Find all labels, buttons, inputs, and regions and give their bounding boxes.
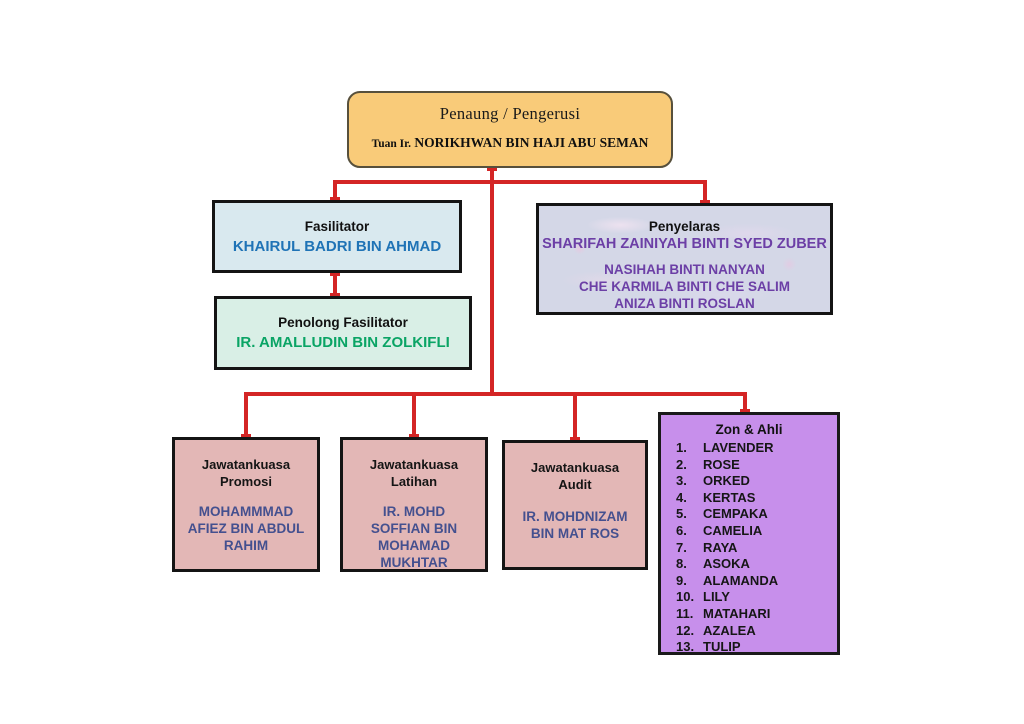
- penaung-name-text: NORIKHWAN BIN HAJI ABU SEMAN: [414, 135, 649, 150]
- latihan-title-line: Jawatankuasa: [369, 457, 459, 472]
- zon-list-item: 11. MATAHARI: [676, 606, 833, 623]
- penyelaras-member: ANIZA BINTI ROSLAN: [614, 296, 755, 311]
- zon-item-number: 11.: [676, 605, 694, 621]
- zon-item-label: ALAMANDA: [703, 572, 779, 588]
- penolong-name: IR. AMALLUDIN BIN ZOLKIFLI: [236, 334, 450, 351]
- zon-list-item: 4. KERTAS: [676, 490, 833, 507]
- zon-item-label: ORKED: [703, 473, 750, 489]
- connector-drop-promosi: [241, 392, 251, 437]
- latihan-name-line: MUKHTAR: [380, 555, 448, 570]
- zon-list-item: 8. ASOKA: [676, 556, 833, 573]
- zon-item-number: 8.: [676, 556, 687, 572]
- zon-list-item: 7. RAYA: [676, 540, 833, 557]
- zon-list-item: 2. ROSE: [676, 457, 833, 474]
- connector-drop-audit: [570, 392, 580, 440]
- audit-title: Jawatankuasa Audit: [531, 460, 619, 493]
- penaung-name-prefix: Tuan Ir.: [371, 138, 412, 150]
- penyelaras-lead-name: SHARIFAH ZAINIYAH BINTI SYED ZUBER: [542, 236, 827, 252]
- zon-list-item: 13. TULIP: [676, 639, 833, 656]
- node-fasilitator: Fasilitator KHAIRUL BADRI BIN AHMAD: [212, 200, 462, 273]
- zon-item-label: ROSE: [703, 456, 740, 472]
- latihan-title: Jawatankuasa Latihan: [370, 457, 458, 490]
- node-jawatankuasa-latihan: Jawatankuasa Latihan IR. MOHD SOFFIAN BI…: [340, 437, 488, 572]
- node-penaung-pengerusi: Penaung / Pengerusi Tuan Ir. NORIKHWAN B…: [347, 91, 673, 168]
- node-penyelaras: Penyelaras SHARIFAH ZAINIYAH BINTI SYED …: [536, 203, 833, 315]
- zon-item-label: ASOKA: [703, 556, 750, 572]
- zon-item-number: 13.: [676, 639, 695, 655]
- zon-item-number: 3.: [676, 473, 687, 489]
- zon-item-label: MATAHARI: [703, 605, 771, 621]
- connector-top-horizontal: [333, 180, 707, 184]
- zon-list-item: 1. LAVENDER: [676, 440, 833, 457]
- connector-drop-zon: [740, 392, 750, 412]
- penyelaras-member: CHE KARMILA BINTI CHE SALIM: [579, 279, 790, 294]
- zon-list-item: 10. LILY: [676, 589, 833, 606]
- promosi-title-line: Promosi: [219, 473, 272, 489]
- zon-item-label: CAMELIA: [703, 522, 763, 538]
- zon-list-item: 9. ALAMANDA: [676, 573, 833, 590]
- penolong-title: Penolong Fasilitator: [278, 315, 408, 330]
- promosi-name-line: AFIEZ BIN ABDUL: [187, 521, 305, 536]
- fasilitator-name: KHAIRUL BADRI BIN AHMAD: [232, 237, 442, 255]
- zon-item-label: AZALEA: [703, 622, 756, 638]
- zon-item-number: 12.: [676, 622, 695, 638]
- penaung-title: Penaung / Pengerusi: [439, 104, 581, 123]
- promosi-name-line: RAHIM: [223, 538, 269, 553]
- zon-item-number: 7.: [676, 539, 687, 555]
- zon-item-number: 9.: [676, 572, 687, 588]
- promosi-title-line: Jawatankuasa: [201, 457, 291, 472]
- promosi-name-line: MOHAMMMAD: [198, 504, 294, 519]
- zon-item-number: 6.: [676, 522, 687, 538]
- zon-item-number: 10.: [676, 589, 695, 605]
- connector-bottom-horizontal: [244, 392, 747, 396]
- node-jawatankuasa-promosi: Jawatankuasa Promosi MOHAMMMAD AFIEZ BIN…: [172, 437, 320, 572]
- node-jawatankuasa-audit: Jawatankuasa Audit IR. MOHDNIZAM BIN MAT…: [502, 440, 648, 570]
- zon-item-number: 4.: [676, 489, 687, 505]
- promosi-name: MOHAMMMAD AFIEZ BIN ABDUL RAHIM: [188, 503, 305, 554]
- latihan-title-line: Latihan: [390, 473, 438, 489]
- latihan-name-line: SOFFIAN BIN: [370, 521, 458, 536]
- zon-item-label: LILY: [703, 589, 730, 605]
- connector-trunk: [487, 168, 497, 396]
- penyelaras-title: Penyelaras: [648, 219, 721, 234]
- latihan-name-line: IR. MOHD: [382, 504, 446, 519]
- penaung-name: Tuan Ir. NORIKHWAN BIN HAJI ABU SEMAN: [372, 135, 649, 151]
- connector-drop-penyelaras: [700, 180, 710, 203]
- zon-item-label: RAYA: [703, 539, 738, 555]
- zon-item-label: KERTAS: [703, 489, 756, 505]
- audit-title-line: Audit: [558, 476, 592, 492]
- zon-title: Zon & Ahli: [715, 422, 783, 437]
- node-penolong-fasilitator: Penolong Fasilitator IR. AMALLUDIN BIN Z…: [214, 296, 472, 370]
- zon-list-item: 12. AZALEA: [676, 623, 833, 640]
- zon-item-number: 2.: [676, 456, 687, 472]
- fasilitator-title: Fasilitator: [304, 218, 370, 234]
- zon-list-item: 5. CEMPAKA: [676, 506, 833, 523]
- promosi-title: Jawatankuasa Promosi: [202, 457, 290, 490]
- zon-item-label: LAVENDER: [703, 440, 774, 455]
- zon-item-number: 5.: [676, 506, 687, 522]
- latihan-name-line: MOHAMAD: [378, 538, 450, 553]
- zon-item-number: 1.: [676, 440, 687, 455]
- latihan-name: IR. MOHD SOFFIAN BIN MOHAMAD MUKHTAR: [371, 503, 457, 571]
- penyelaras-member: NASIHAH BINTI NANYAN: [604, 262, 765, 277]
- zon-list: 1. LAVENDER 2. ROSE 3. ORKED 4. KERTAS 5. CEM…: [661, 438, 837, 656]
- zon-item-label: CEMPAKA: [703, 506, 768, 522]
- audit-name-line: IR. MOHDNIZAM: [522, 509, 628, 524]
- audit-name: IR. MOHDNIZAM BIN MAT ROS: [523, 508, 628, 542]
- audit-title-line: Jawatankuasa: [530, 460, 620, 475]
- audit-name-line: BIN MAT ROS: [530, 526, 620, 541]
- zon-list-item: 3. ORKED: [676, 473, 833, 490]
- connector-drop-fasilitator: [330, 180, 340, 200]
- penyelaras-members: NASIHAH BINTI NANYAN CHE KARMILA BINTI C…: [579, 261, 790, 312]
- zon-item-label: TULIP: [703, 639, 741, 655]
- connector-drop-latihan: [409, 392, 419, 437]
- connector-fasilitator-penolong: [330, 273, 340, 296]
- zon-list-item: 6. CAMELIA: [676, 523, 833, 540]
- node-zon-ahli: Zon & Ahli 1. LAVENDER 2. ROSE 3. ORKED 4. K…: [658, 412, 840, 655]
